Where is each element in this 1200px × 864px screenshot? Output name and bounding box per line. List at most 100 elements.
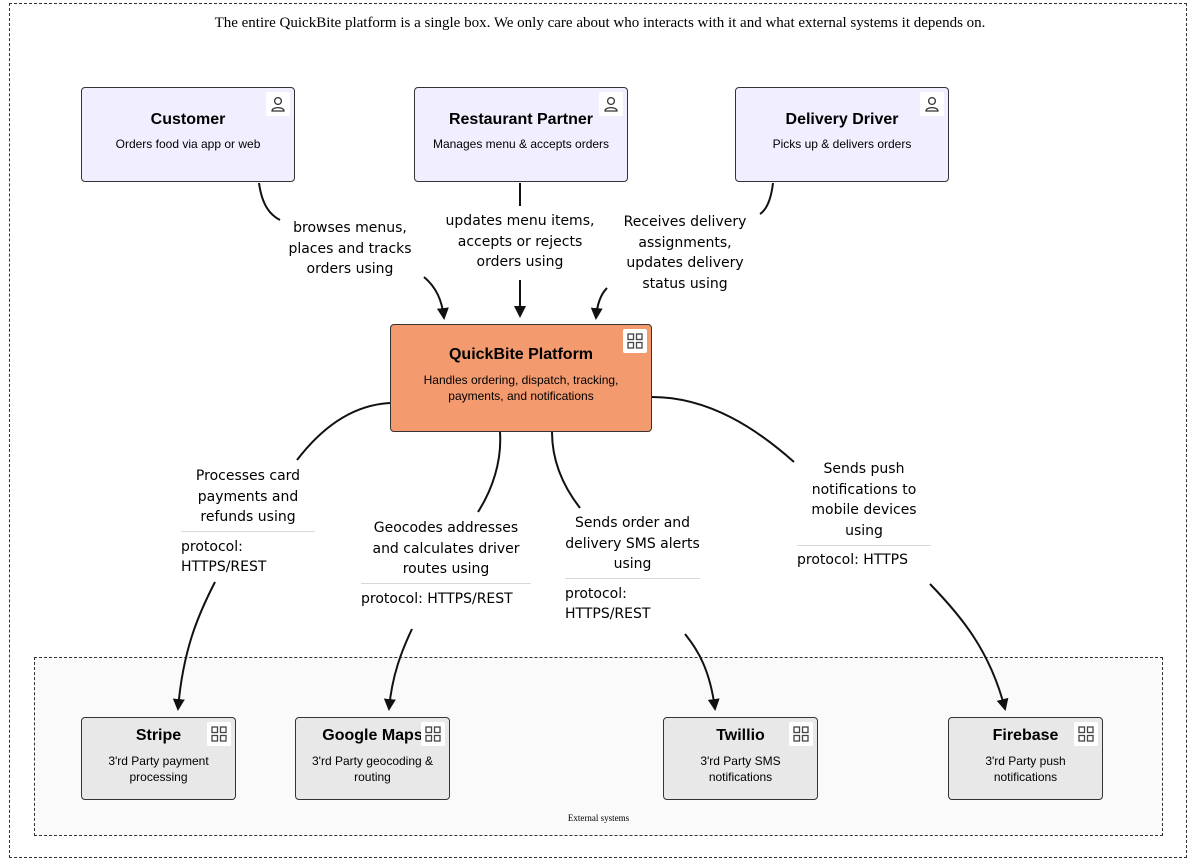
edge-platform-to-stripe-end xyxy=(172,581,216,711)
diagram-note: The entire QuickBite platform is a singl… xyxy=(214,15,986,31)
platform-description-line: payments, and notifications xyxy=(448,389,594,403)
edge-customer-to-platform-end xyxy=(423,276,449,320)
protocol-line: HTTPS/REST xyxy=(181,559,267,575)
edge-label-separator xyxy=(797,545,931,546)
edge-platform-to-maps-end xyxy=(383,628,413,711)
edge-label-line: payments and xyxy=(197,488,299,505)
edge-label-line: using xyxy=(613,556,652,572)
actor-title: Delivery Driver xyxy=(785,111,899,128)
actor-delivery-driver[interactable]: Delivery Driver Picks up & delivers orde… xyxy=(735,87,949,182)
external-firebase[interactable]: Firebase 3'rd Party push notifications xyxy=(948,717,1103,800)
diagram-frame xyxy=(9,3,1187,858)
edge-label-line: orders using xyxy=(476,254,564,270)
external-description-line: 3'rd Party push xyxy=(985,754,1066,768)
external-description-line: 3'rd Party SMS xyxy=(700,754,781,768)
edge-label-line: Receives delivery xyxy=(623,214,747,230)
person-icon xyxy=(599,92,623,116)
grid-icon xyxy=(1074,722,1098,746)
edge-platform-to-stripe-start xyxy=(296,402,391,461)
actor-description: Picks up & delivers orders xyxy=(772,137,912,151)
edge-platform-to-firebase-start xyxy=(651,396,795,463)
edge-label-separator xyxy=(565,578,700,579)
external-description-line: processing xyxy=(129,770,188,784)
edge-label-restaurant: updates menu items, accepts or rejects o… xyxy=(440,211,600,273)
protocol-line: protocol: xyxy=(565,586,627,602)
edge-label-line: routes using xyxy=(402,561,490,577)
edge-driver-to-platform-end xyxy=(590,287,608,320)
person-icon xyxy=(266,92,290,116)
edge-label-driver: Receives delivery assignments, updates d… xyxy=(620,212,750,294)
actor-description: Orders food via app or web xyxy=(115,137,261,151)
edge-label-line: places and tracks xyxy=(288,240,412,257)
platform-description: Handles ordering, dispatch, tracking, pa… xyxy=(395,372,647,404)
protocol-line: protocol: xyxy=(181,539,243,555)
protocol-label-firebase: protocol: HTTPS xyxy=(797,550,908,570)
quickbite-platform-node[interactable]: QuickBite Platform Handles ordering, dis… xyxy=(390,324,652,432)
edge-label-line: Sends order and xyxy=(574,515,691,531)
actor-description: Manages menu & accepts orders xyxy=(432,137,610,151)
external-description: 3'rd Party SMS notifications xyxy=(668,753,813,785)
protocol-label-twillio: protocol: HTTPS/REST xyxy=(565,584,650,624)
protocol-line: protocol: HTTPS xyxy=(797,552,908,568)
protocol-line: protocol: HTTPS/REST xyxy=(361,591,513,607)
actor-restaurant-partner[interactable]: Restaurant Partner Manages menu & accept… xyxy=(414,87,628,182)
edge-customer-to-platform-start xyxy=(258,182,281,221)
grid-icon xyxy=(207,722,231,746)
edge-label-line: accepts or rejects xyxy=(457,233,583,250)
edge-label-line: browses menus, xyxy=(293,220,407,236)
platform-description-line: Handles ordering, dispatch, tracking, xyxy=(423,373,619,387)
person-icon xyxy=(920,92,944,116)
external-description-line: notifications xyxy=(708,770,773,784)
edge-label-separator xyxy=(361,583,531,584)
edge-label-firebase: Sends push notifications to mobile devic… xyxy=(797,459,931,541)
grid-icon xyxy=(623,329,647,353)
external-twillio[interactable]: Twillio 3'rd Party SMS notifications xyxy=(663,717,818,800)
edge-label-line: delivery SMS alerts xyxy=(565,535,700,552)
external-title: Stripe xyxy=(135,727,182,744)
external-description-line: 3'rd Party geocoding & xyxy=(311,754,434,768)
edge-label-line: orders using xyxy=(306,261,394,277)
edge-label-line: refunds using xyxy=(200,509,296,525)
external-title: Twillio xyxy=(716,727,765,744)
edge-label-separator xyxy=(181,531,315,532)
external-google-maps[interactable]: Google Maps 3'rd Party geocoding & routi… xyxy=(295,717,450,800)
edge-platform-to-firebase-end xyxy=(929,583,1009,711)
actor-title: Restaurant Partner xyxy=(448,111,594,128)
edge-label-line: updates delivery xyxy=(626,255,744,271)
edge-label-line: updates menu items, xyxy=(445,213,595,229)
edge-platform-to-twillio-end xyxy=(684,633,720,711)
edge-label-line: and calculates driver xyxy=(372,540,520,557)
platform-title: QuickBite Platform xyxy=(448,346,594,363)
actor-customer[interactable]: Customer Orders food via app or web xyxy=(81,87,295,182)
edge-label-line: assignments, xyxy=(638,234,732,251)
edge-label-twillio: Sends order and delivery SMS alerts usin… xyxy=(565,513,700,575)
edge-label-google-maps: Geocodes addresses and calculates driver… xyxy=(361,518,531,580)
actor-title: Customer xyxy=(150,111,226,128)
external-description-line: notifications xyxy=(993,770,1058,784)
edge-label-line: Processes card xyxy=(195,468,301,484)
edge-platform-to-twillio-start xyxy=(551,431,581,509)
edge-label-line: Sends push xyxy=(823,461,905,477)
edge-driver-to-platform-start xyxy=(759,182,774,215)
external-description: 3'rd Party geocoding & routing xyxy=(300,753,445,785)
external-stripe[interactable]: Stripe 3'rd Party payment processing xyxy=(81,717,236,800)
edge-label-line: Geocodes addresses xyxy=(373,520,519,536)
grid-icon xyxy=(789,722,813,746)
edge-label-line: mobile devices xyxy=(811,502,917,518)
protocol-label-stripe: protocol: HTTPS/REST xyxy=(181,537,266,577)
edge-platform-to-maps-start xyxy=(477,431,502,513)
edge-label-line: status using xyxy=(642,275,728,292)
external-description: 3'rd Party push notifications xyxy=(953,753,1098,785)
edge-label-line: using xyxy=(845,522,883,539)
external-description: 3'rd Party payment processing xyxy=(86,753,231,785)
external-description-line: routing xyxy=(354,770,391,784)
protocol-line: HTTPS/REST xyxy=(565,606,651,622)
edge-label-stripe: Processes card payments and refunds usin… xyxy=(181,466,315,528)
external-description-line: 3'rd Party payment xyxy=(108,754,209,768)
protocol-label-google-maps: protocol: HTTPS/REST xyxy=(361,589,513,609)
edge-label-line: notifications to xyxy=(811,481,917,498)
external-systems-label: External systems xyxy=(567,813,630,823)
external-title: Firebase xyxy=(992,727,1059,744)
grid-icon xyxy=(421,722,445,746)
